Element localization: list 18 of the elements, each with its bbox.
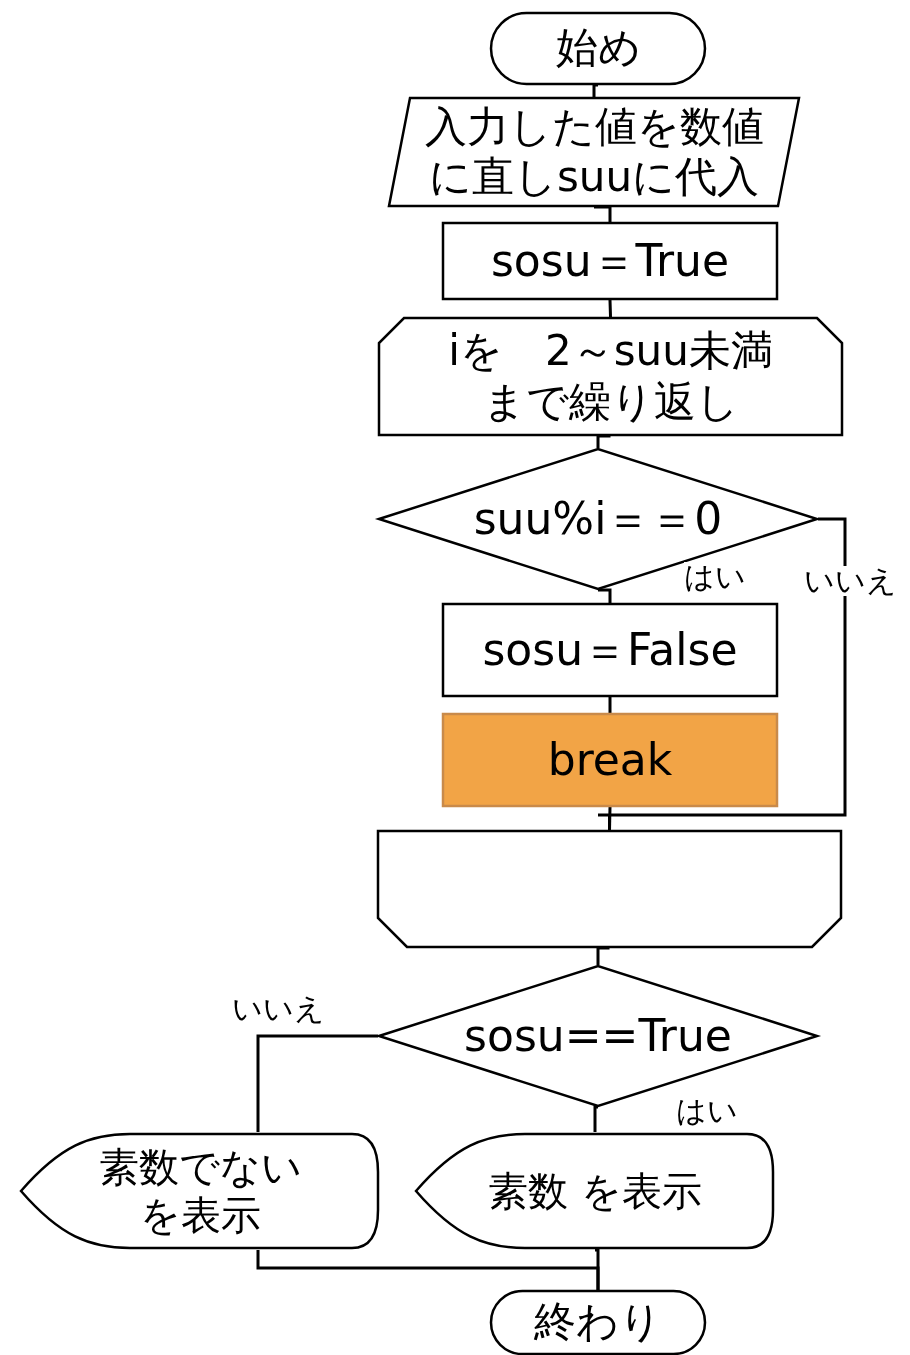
connector-line	[256, 1034, 378, 1132]
connector-line	[598, 588, 612, 603]
connector-line	[608, 299, 612, 318]
display-box: 素数でないを表示	[20, 1132, 380, 1250]
edge-label: はい	[684, 562, 746, 592]
display-box: 素数 を表示	[415, 1132, 775, 1250]
process-box: sosu＝False	[442, 603, 778, 697]
connector-line	[595, 1248, 600, 1290]
connector-line	[608, 806, 612, 831]
end-terminal: 終わり	[490, 1290, 706, 1355]
connector-line	[593, 1105, 598, 1132]
connector-line	[608, 697, 612, 713]
start-terminal: 始め	[490, 12, 706, 85]
loop-start-box: iを 2～suu未満まで繰り返し	[378, 317, 843, 436]
input-parallelogram: 入力した値を数値に直しsuuに代入	[388, 97, 800, 207]
loop-end-box	[377, 830, 842, 948]
process-box: sosu＝True	[442, 222, 778, 300]
break-box: break	[442, 713, 778, 807]
